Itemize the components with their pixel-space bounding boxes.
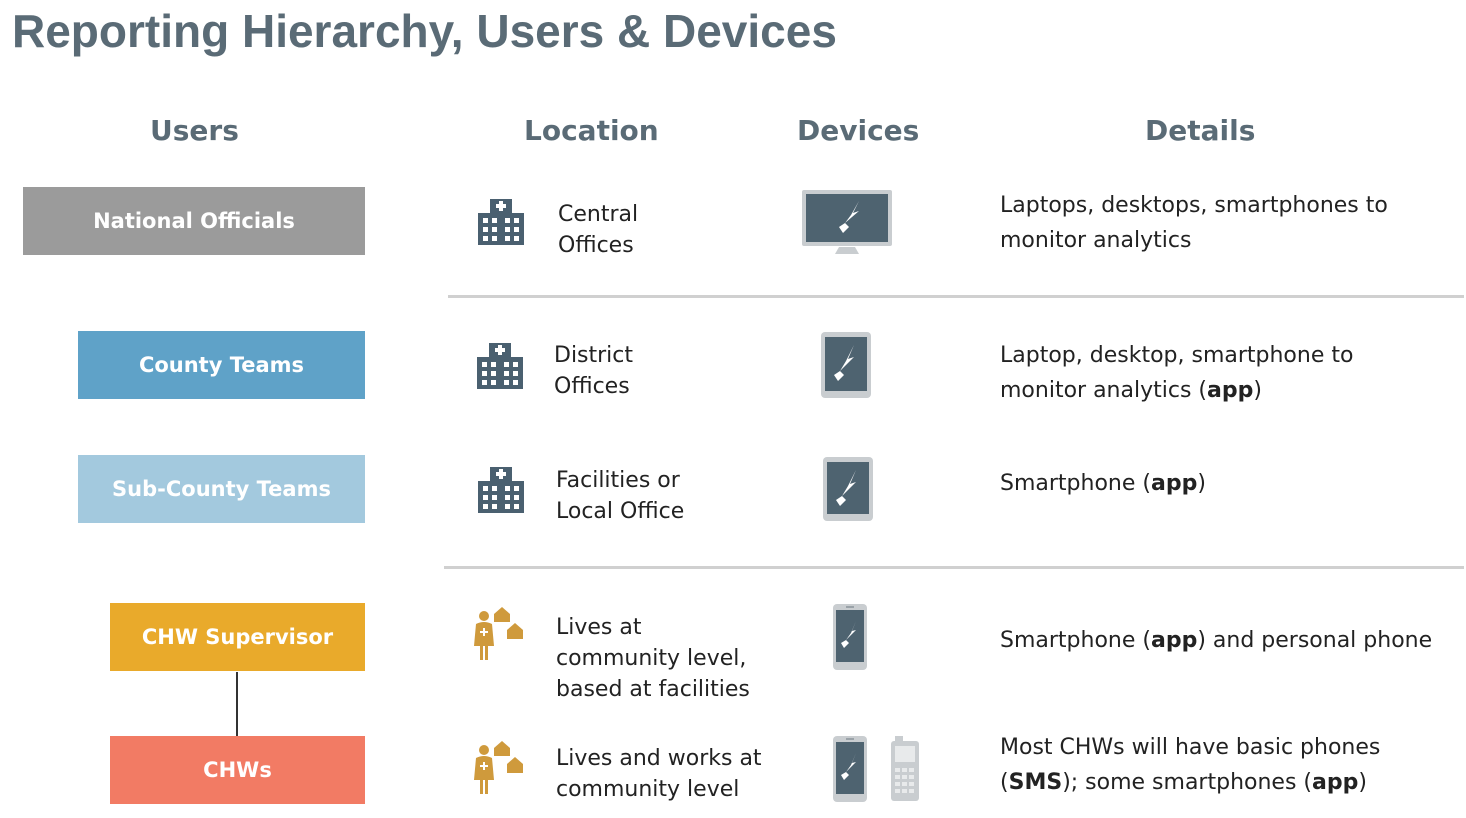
divider-community — [444, 566, 1464, 569]
location-central-offices: Central Offices — [558, 202, 639, 258]
header-details: Details — [1145, 114, 1256, 147]
details-bold-term: SMS — [1008, 770, 1063, 795]
divider-national — [448, 295, 1464, 298]
community-worker-icon — [474, 741, 523, 794]
basic-phone-icon — [891, 736, 919, 801]
desktop-monitor-icon — [802, 190, 892, 254]
user-box-chw-supervisor: CHW Supervisor — [110, 603, 365, 671]
hospital-building-icon — [478, 199, 524, 245]
user-box-sub-county-teams: Sub-County Teams — [78, 455, 365, 523]
details-county: Laptop, desktop, smartphone to monitor a… — [1000, 343, 1354, 403]
smartphone-icon — [833, 604, 867, 670]
location-community-supervisor: Lives at community level, based at facil… — [556, 615, 750, 702]
header-users: Users — [150, 114, 239, 147]
details-bold-term: app — [1312, 770, 1359, 795]
details-bold-term: app — [1150, 471, 1198, 496]
community-worker-icon — [474, 607, 523, 660]
page-title: Reporting Hierarchy, Users & Devices — [12, 5, 837, 57]
tablet-icon — [821, 332, 871, 398]
details-national: Laptops, desktops, smartphones to monito… — [1000, 193, 1388, 253]
details-bold-term: app — [1150, 628, 1198, 653]
tablet-icon — [823, 457, 873, 521]
location-district-offices: District Offices — [554, 343, 634, 399]
hierarchy-connector — [236, 672, 238, 736]
details-sub-county: Smartphone (app) — [1000, 471, 1206, 496]
location-facilities: Facilities or Local Office — [556, 468, 685, 524]
hospital-building-icon — [477, 343, 523, 389]
user-box-chws: CHWs — [110, 736, 365, 804]
header-location: Location — [524, 114, 659, 147]
header-devices: Devices — [797, 114, 920, 147]
location-community-chw: Lives and works at community level — [556, 746, 762, 802]
user-box-national-officials: National Officials — [23, 187, 365, 255]
user-box-county-teams: County Teams — [78, 331, 365, 399]
details-chws: Most CHWs will have basic phones (SMS); … — [1000, 735, 1381, 795]
details-chw-supervisor: Smartphone (app) and personal phone — [1000, 628, 1433, 653]
details-bold-term: app — [1206, 378, 1254, 403]
hospital-building-icon — [478, 467, 524, 513]
smartphone-icon — [833, 736, 867, 802]
